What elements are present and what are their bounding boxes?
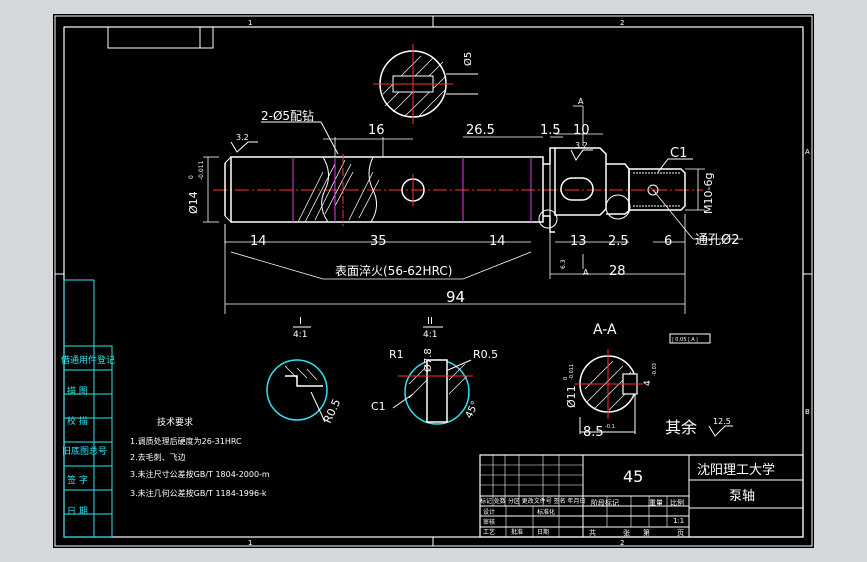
technical-requirements: 技术要求 1.调质处理后硬度为26-31HRC 2.去毛刺、飞边 3.未注尺寸公…: [130, 416, 270, 498]
detail-1-scale: 4:1: [293, 330, 307, 340]
side-row-3: 校 描: [67, 415, 88, 427]
hardening-note: 表面淬火(56-62HRC): [335, 263, 452, 278]
university: 沈阳理工大学: [697, 462, 775, 478]
side-row-4: 旧底图总号: [62, 445, 107, 457]
tb-review: 审核: [483, 518, 495, 526]
dim-28: 28: [609, 264, 626, 279]
dim-26-5: 26.5: [466, 123, 495, 138]
shaft-tol-lower: -0.011: [198, 160, 205, 180]
zone-b: B: [805, 408, 810, 416]
section-dia: Ø11: [565, 385, 578, 408]
detail-2-scale: 4:1: [423, 330, 437, 340]
tb-page-unit: 页: [677, 529, 684, 537]
roughness-2: 3.2: [575, 141, 588, 150]
dim-10: 10: [573, 123, 590, 138]
dim-13: 13: [570, 234, 587, 249]
tb-process: 工艺: [483, 528, 495, 536]
tech-req-2: 2.去毛刺、飞边: [130, 452, 186, 462]
part-name: 泵轴: [729, 489, 755, 504]
roughness-1: 3.2: [236, 133, 249, 142]
r1-label: R1: [389, 348, 404, 361]
dim-14-left: 14: [250, 234, 267, 249]
title-block: 45 沈阳理工大学 泵轴 标记 处数 分区 更改文件号 签名 年月日 设计 标准…: [479, 454, 804, 538]
section-aa-title: A-A: [593, 322, 617, 338]
side-row-6: 日 期: [67, 506, 88, 517]
section-aa: A-A | 0.05 | A | Ø11 0 -0.011 4 -0.03 8.…: [563, 322, 711, 440]
section-tol-lower: -0.011: [569, 364, 575, 380]
side-table: 借通用件登记 描 图 校 描 旧底图总号 签 字 日 期: [61, 279, 115, 538]
pin-hole-label: 2-Ø5配钻: [261, 108, 314, 123]
dim-2-5: 2.5: [608, 234, 629, 249]
tb-designer: 设计: [483, 508, 495, 516]
zone-2-top: 2: [620, 19, 624, 27]
dim-94: 94: [446, 288, 465, 306]
tb-total: 共: [589, 528, 596, 537]
detail-1-label: I: [299, 316, 302, 327]
section-mark-top: A: [578, 97, 584, 106]
zone-a: A: [805, 148, 810, 156]
keyway-width: 8.5: [583, 425, 604, 440]
tech-req-4: 3.未注几何公差按GB/T 1184-1996-k: [130, 488, 267, 498]
dim-14-right: 14: [489, 234, 506, 249]
shaft-main-view: [213, 147, 703, 233]
zone-1-bottom: 1: [248, 539, 252, 547]
dim-35: 35: [370, 234, 387, 249]
geo-tol-frame: | 0.05 | A |: [672, 337, 698, 343]
side-row-2: 描 图: [67, 385, 88, 397]
drawing-sheet: 1 2 1 2 A B: [53, 14, 814, 548]
dia-7-8: Ø7.8: [422, 348, 434, 372]
section-tol-upper: 0: [563, 377, 569, 380]
dim-1-5: 1.5: [540, 123, 561, 138]
angle-45: 45°: [464, 400, 481, 421]
r0-5-b: R0.5: [473, 348, 498, 361]
top-pin-section: Ø5: [373, 44, 478, 124]
side-row-5: 签 字: [67, 474, 88, 486]
through-hole-label: 通孔Ø2: [695, 233, 740, 248]
flat-tol: -0.03: [652, 363, 658, 376]
tech-req-1: 1.调质处理后硬度为26-31HRC: [130, 436, 242, 446]
shaft-dia: Ø14: [187, 191, 200, 214]
section-mark-bottom: A: [583, 268, 589, 277]
side-row-1: 借通用件登记: [61, 354, 115, 366]
dimension-lines: [203, 105, 743, 314]
tb-page: 第: [643, 528, 650, 537]
tb-standardize: 标准化: [537, 508, 555, 516]
tech-req-3: 3.未注尺寸公差按GB/T 1804-2000-m: [130, 469, 270, 479]
keyway-tol: -0.1: [605, 424, 615, 430]
material: 45: [623, 467, 643, 486]
small-dim: 6.3: [560, 259, 567, 269]
tb-weight: 重量: [649, 499, 663, 507]
dim-16: 16: [368, 123, 385, 138]
tb-header-row: 标记 处数 分区 更改文件号 签名 年月日: [480, 497, 586, 505]
drawing-canvas: 1 2 1 2 A B: [54, 15, 813, 547]
dim-6: 6: [664, 234, 672, 249]
zone-2-bottom: 2: [620, 539, 624, 547]
tb-scale-value: 1:1: [673, 517, 684, 525]
tech-req-title: 技术要求: [157, 416, 193, 428]
zone-1-top: 1: [248, 19, 252, 27]
detail-2: II 4:1 R1 Ø7.8 R0.5 C1 45°: [371, 316, 498, 425]
chamfer-c1: C1: [670, 146, 687, 161]
tb-approve: 批准: [511, 528, 523, 536]
detail-1: I 4:1 R0.5: [266, 316, 343, 425]
detail-2-label: II: [427, 316, 433, 327]
tb-date: 日期: [537, 528, 549, 536]
tb-sheet: 张: [623, 528, 630, 537]
tb-stage: 阶段标记: [591, 498, 619, 507]
flat-height: 4: [643, 380, 653, 386]
c1-label: C1: [371, 400, 386, 413]
remaining-label: 其余: [665, 418, 697, 437]
remaining-roughness: 12.5: [713, 417, 731, 426]
tb-scale-label: 比例: [670, 498, 684, 507]
shaft-tol-upper: 0: [188, 175, 195, 179]
pin-hole-dia: Ø5: [462, 52, 474, 66]
thread-spec: M10-6g: [702, 173, 715, 214]
